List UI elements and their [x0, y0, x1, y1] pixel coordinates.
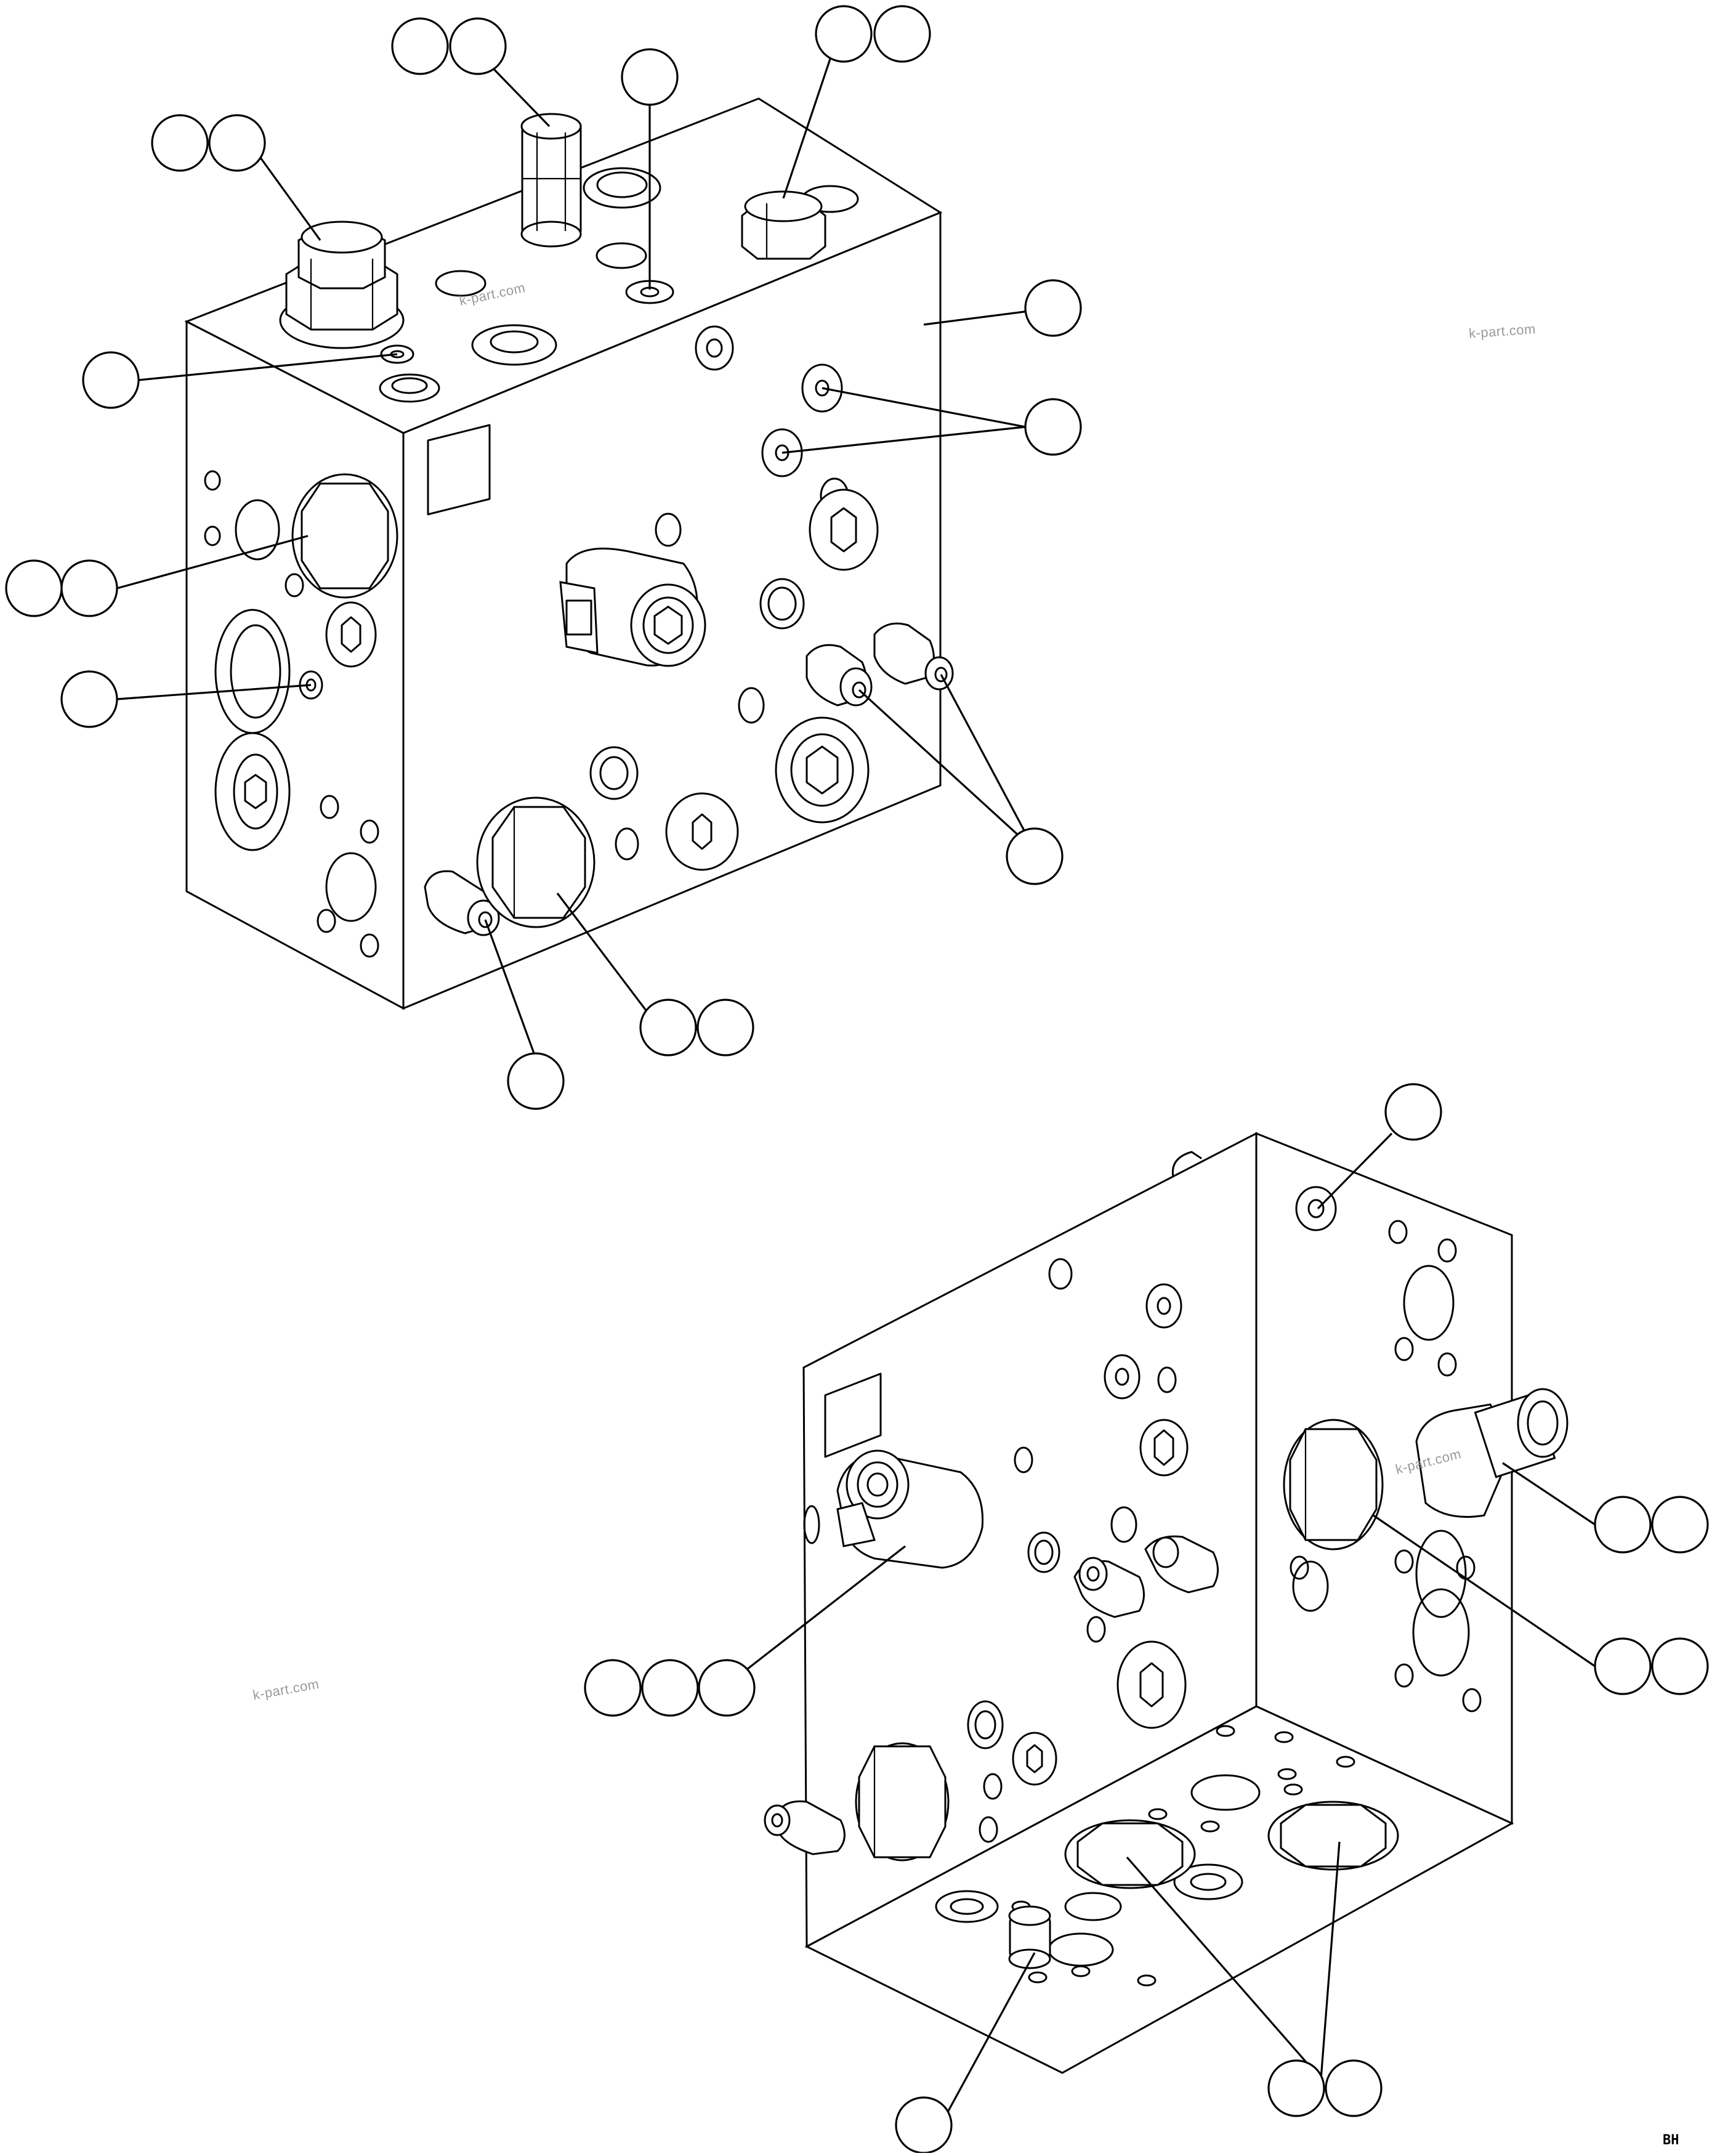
plug-right [1283, 1419, 1384, 1550]
cartridge-top [520, 113, 582, 248]
valve-block-bottom [764, 1132, 1569, 2074]
leader-orifice-left [138, 353, 398, 381]
orifice-bottom [1008, 1905, 1051, 1984]
callout-6 [815, 5, 873, 63]
plug-left-side [291, 473, 398, 599]
callout-7 [873, 5, 931, 63]
callout-9 [1024, 279, 1082, 337]
top-bump [1171, 1151, 1202, 1178]
callout-1 [151, 114, 209, 172]
callout-21 [1594, 1637, 1652, 1695]
callout-12 [60, 559, 118, 617]
small-valve-bottom [424, 870, 500, 936]
cartridge-right [1415, 1388, 1569, 1518]
callout-16 [697, 999, 754, 1056]
plug-top-right [741, 190, 826, 260]
leader-cartridge-top [485, 60, 551, 128]
callout-5 [621, 48, 679, 106]
leader-solenoid-b [940, 674, 1036, 851]
plugs-bottom [1064, 1801, 1399, 1889]
leader-orifice-right-a [822, 387, 1026, 428]
callout-20 [1651, 1496, 1709, 1554]
leader-cartridge-right [1502, 1462, 1596, 1526]
callout-14 [1006, 827, 1064, 885]
callout-15 [639, 999, 697, 1056]
callout-28 [1325, 2059, 1383, 2117]
callouts-bottom [584, 1083, 1709, 2154]
leader-solenoid-front [738, 1545, 906, 1677]
plug-top-left [279, 221, 405, 349]
leader-small-valve [484, 919, 537, 1059]
front-face-ports-b [803, 1258, 1189, 1843]
leader-orifice-corner [1317, 1132, 1393, 1210]
leader-plug-bottom [556, 893, 660, 1028]
callout-13 [60, 670, 118, 728]
plug-front-bottom [855, 1742, 950, 1862]
small-valves-front [1073, 1535, 1219, 1618]
label-plate [427, 424, 491, 516]
leader-plug-top-right [782, 36, 839, 199]
plug-bottom [476, 796, 596, 928]
orifice-corner [1295, 1186, 1337, 1231]
leader-orifice-bottom [941, 1952, 1036, 2123]
callout-26 [895, 2096, 953, 2154]
callout-27 [1267, 2059, 1325, 2117]
leader-plug-top-left [254, 150, 321, 241]
callout-3 [391, 17, 449, 75]
callout-22 [1651, 1637, 1709, 1695]
bottom-face-ports [935, 1725, 1355, 1987]
callout-11 [5, 559, 63, 617]
leader-plugs-bottom-a [1126, 1856, 1322, 2080]
callout-2 [208, 114, 266, 172]
right-face-ports-b [1290, 1220, 1482, 1712]
callouts-top [5, 5, 1082, 1110]
callout-24 [641, 1659, 699, 1717]
callout-4 [449, 17, 507, 75]
leader-orifice-left-side [116, 684, 312, 700]
leader-plug-right [1373, 1514, 1596, 1668]
callout-8 [82, 351, 140, 409]
figure-code: BH [1663, 2133, 1679, 2148]
leader-solenoid-a [858, 689, 1036, 851]
small-valve-left [764, 1800, 846, 1855]
label-plate-b [824, 1372, 882, 1458]
front-face-ports [589, 325, 879, 871]
valve-block-top [184, 97, 954, 1010]
solenoid-top [559, 548, 706, 667]
solenoid-front [836, 1449, 984, 1569]
bottom-face-b [804, 1705, 1514, 2074]
left-face-ports [204, 470, 379, 958]
leader-orifice-right-b [781, 426, 1026, 454]
callout-19 [1594, 1496, 1652, 1554]
leader-plugs-bottom-b [1320, 1841, 1341, 2080]
top-face-ports [379, 167, 859, 403]
leader-plug-left [116, 535, 309, 590]
callout-25 [698, 1659, 756, 1717]
solenoid-pair [806, 622, 954, 707]
callout-18 [1384, 1083, 1442, 1141]
callout-23 [584, 1659, 642, 1717]
callout-10 [1024, 398, 1082, 456]
callout-17 [507, 1052, 565, 1110]
